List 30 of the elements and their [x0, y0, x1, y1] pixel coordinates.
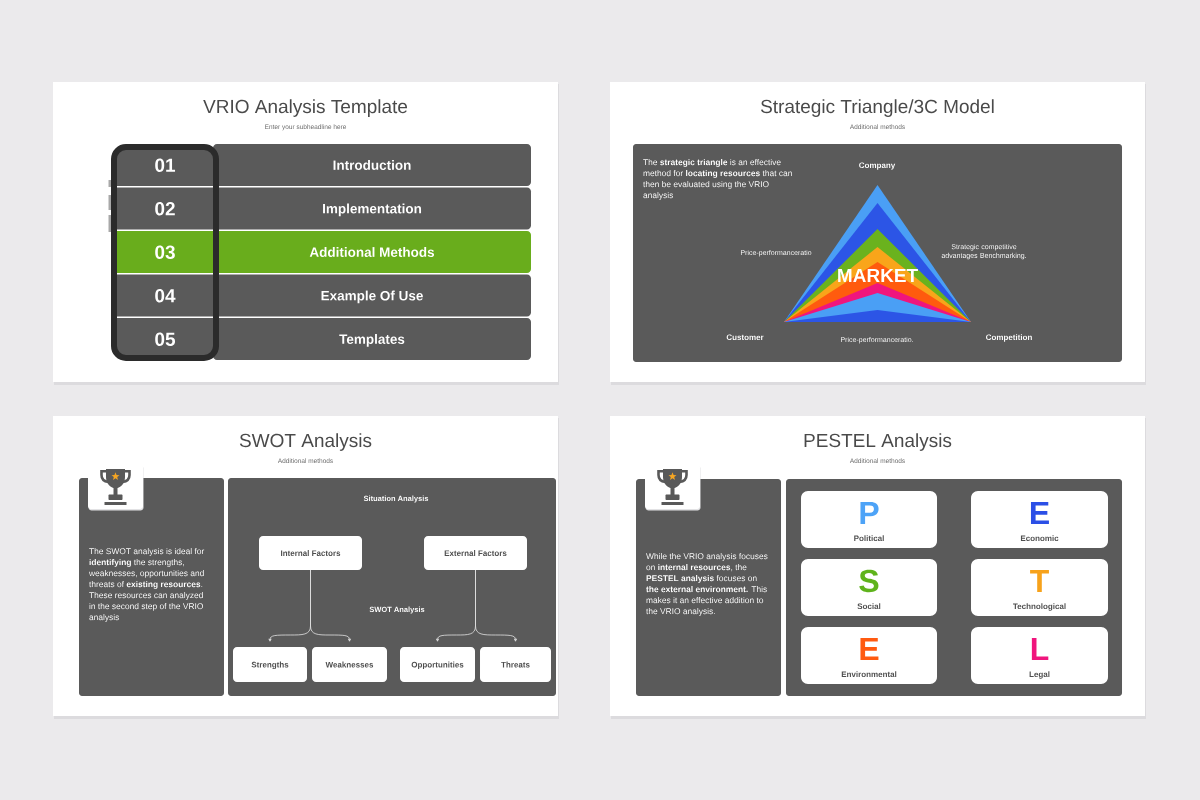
slide-title: PESTEL Analysis [804, 433, 952, 451]
number-cell: 04 [117, 274, 213, 317]
number-cell: 01 [117, 150, 213, 186]
slide-title: VRIO Analysis Template [203, 99, 408, 117]
node-label: Templates [339, 334, 405, 347]
paragraph: While the VRIO analysis focuses on internal resources, the PESTEL analysis focuses on the external environment. This makes it an effective addition to the VRIO analysis. [646, 553, 768, 616]
arrow [310, 569, 351, 642]
number-cell: 03 [117, 231, 213, 273]
factor-card: E Economic [971, 491, 1108, 548]
factor-card: L Legal [971, 627, 1108, 684]
arrow [475, 569, 517, 642]
number-cell: 05 [117, 318, 213, 355]
node-label: Introduction [333, 160, 411, 170]
quadrant-box: Weaknesses [312, 647, 387, 682]
factor-card: P Political [801, 491, 937, 548]
slide-title: SWOT Analysis [239, 433, 372, 451]
vertex-label: Competition [986, 334, 1032, 342]
factor-box: External Factors [424, 536, 527, 570]
factor-card: S Social [801, 559, 937, 616]
number-cell: 02 [117, 187, 213, 230]
paragraph: The SWOT analysis is ideal for identifying the strengths, weaknesses, opportunities and threats of existing resources. These resources can analyzed in the second step of the VRIO analysis [89, 548, 205, 622]
factor-card: T Technological [971, 559, 1108, 616]
factor-card: E Environmental [801, 627, 937, 684]
vertex-label: Customer [726, 334, 764, 341]
slide-title: Strategic Triangle/3C Model [760, 99, 994, 117]
quadrant-box: Threats [480, 647, 551, 682]
quadrant-box: Opportunities [400, 647, 475, 682]
vertex-label: Company [859, 162, 896, 170]
quadrant-box: Strengths [233, 647, 307, 682]
factor-box: Internal Factors [259, 536, 362, 570]
